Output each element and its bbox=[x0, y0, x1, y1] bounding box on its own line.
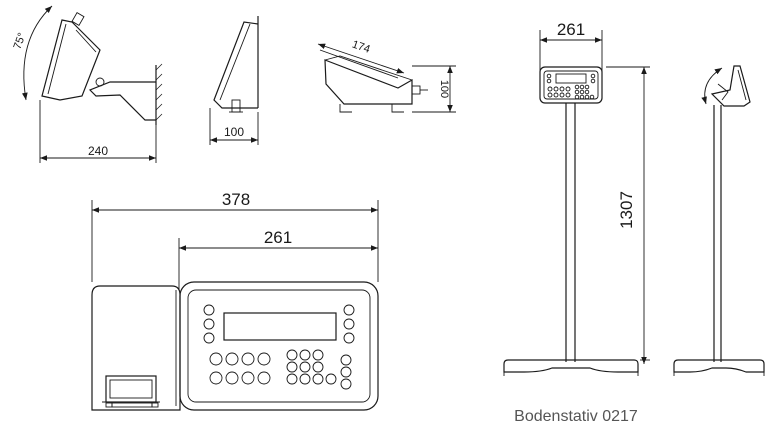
printer-module bbox=[91, 285, 181, 411]
top-length-label: 174 bbox=[350, 39, 371, 56]
side-height-label: 100 bbox=[438, 80, 450, 98]
tilt-angle-label: 75° bbox=[12, 31, 29, 51]
front-view: 378 261 bbox=[91, 190, 379, 411]
wall-depth-label: 240 bbox=[88, 144, 108, 158]
display-window bbox=[223, 312, 337, 341]
desk-side-view: 100 bbox=[209, 16, 259, 145]
stand-caption: Bodenstativ 0217 bbox=[514, 408, 638, 425]
desk-depth-label: 100 bbox=[224, 125, 244, 139]
total-width-label: 378 bbox=[222, 190, 250, 209]
floor-stand-side bbox=[673, 65, 765, 376]
terminal-front bbox=[179, 281, 379, 411]
stand-head-width-label: 261 bbox=[557, 20, 585, 39]
inclined-side-view: 174 100 bbox=[317, 39, 456, 113]
display-width-label: 261 bbox=[264, 228, 292, 247]
wall-mount-view: 75° 240 bbox=[12, 5, 163, 163]
floor-stand-front: 261 1307 bbox=[503, 20, 650, 376]
stand-height-label: 1307 bbox=[617, 191, 636, 229]
